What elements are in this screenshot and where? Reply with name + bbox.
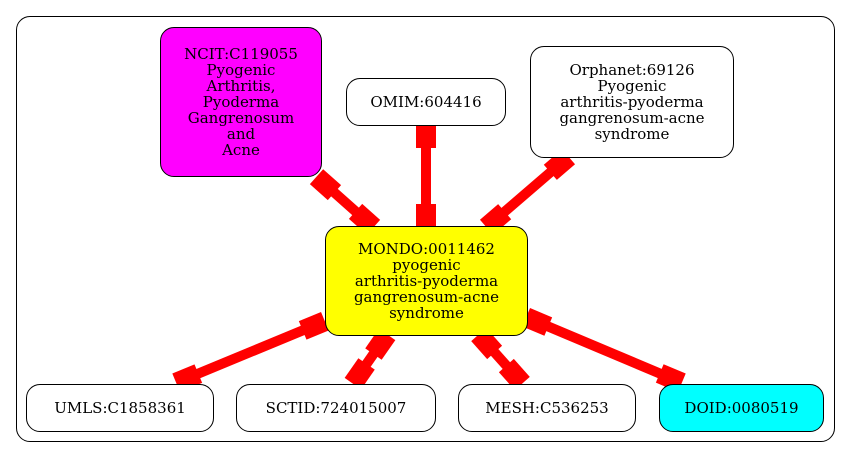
edge-marker-center-doid-start — [522, 308, 553, 336]
edge-marker-center-sctid-start — [365, 328, 396, 360]
node-orphanet-label: Orphanet:69126 Pyogenic arthritis-pyoder… — [559, 61, 705, 143]
node-sctid[interactable]: SCTID:724015007 — [236, 384, 436, 432]
node-center-label: MONDO:0011462 pyogenic arthritis-pyoderm… — [353, 240, 500, 322]
edge-marker-ncit-center-start — [309, 169, 342, 201]
node-center-mondo[interactable]: MONDO:0011462 pyogenic arthritis-pyoderm… — [325, 226, 528, 336]
edge-marker-omim-center-start — [416, 124, 436, 148]
node-omim-label: OMIM:604416 — [370, 93, 482, 111]
node-ncit[interactable]: NCIT:C119055 Pyogenic Arthritis, Pyoderm… — [160, 27, 322, 177]
node-ncit-label: NCIT:C119055 Pyogenic Arthritis, Pyoderm… — [184, 45, 298, 159]
node-orphanet[interactable]: Orphanet:69126 Pyogenic arthritis-pyoder… — [530, 46, 734, 158]
node-umls[interactable]: UMLS:C1858361 — [26, 384, 214, 432]
node-mesh-label: MESH:C536253 — [485, 399, 609, 417]
node-sctid-label: SCTID:724015007 — [265, 399, 407, 417]
edge-marker-omim-center-end — [416, 204, 436, 228]
edge-marker-center-mesh-end — [498, 358, 530, 391]
edge-marker-center-sctid-end — [344, 358, 375, 390]
edge-marker-center-umls-start — [298, 311, 329, 340]
edge-center-doid — [526, 313, 682, 387]
node-doid[interactable]: DOID:0080519 — [659, 384, 824, 432]
node-doid-label: DOID:0080519 — [684, 399, 799, 417]
edge-center-umls — [176, 317, 325, 387]
node-umls-label: UMLS:C1858361 — [54, 399, 186, 417]
node-mesh[interactable]: MESH:C536253 — [458, 384, 636, 432]
graph-frame — [16, 16, 835, 442]
node-omim[interactable]: OMIM:604416 — [346, 78, 506, 126]
